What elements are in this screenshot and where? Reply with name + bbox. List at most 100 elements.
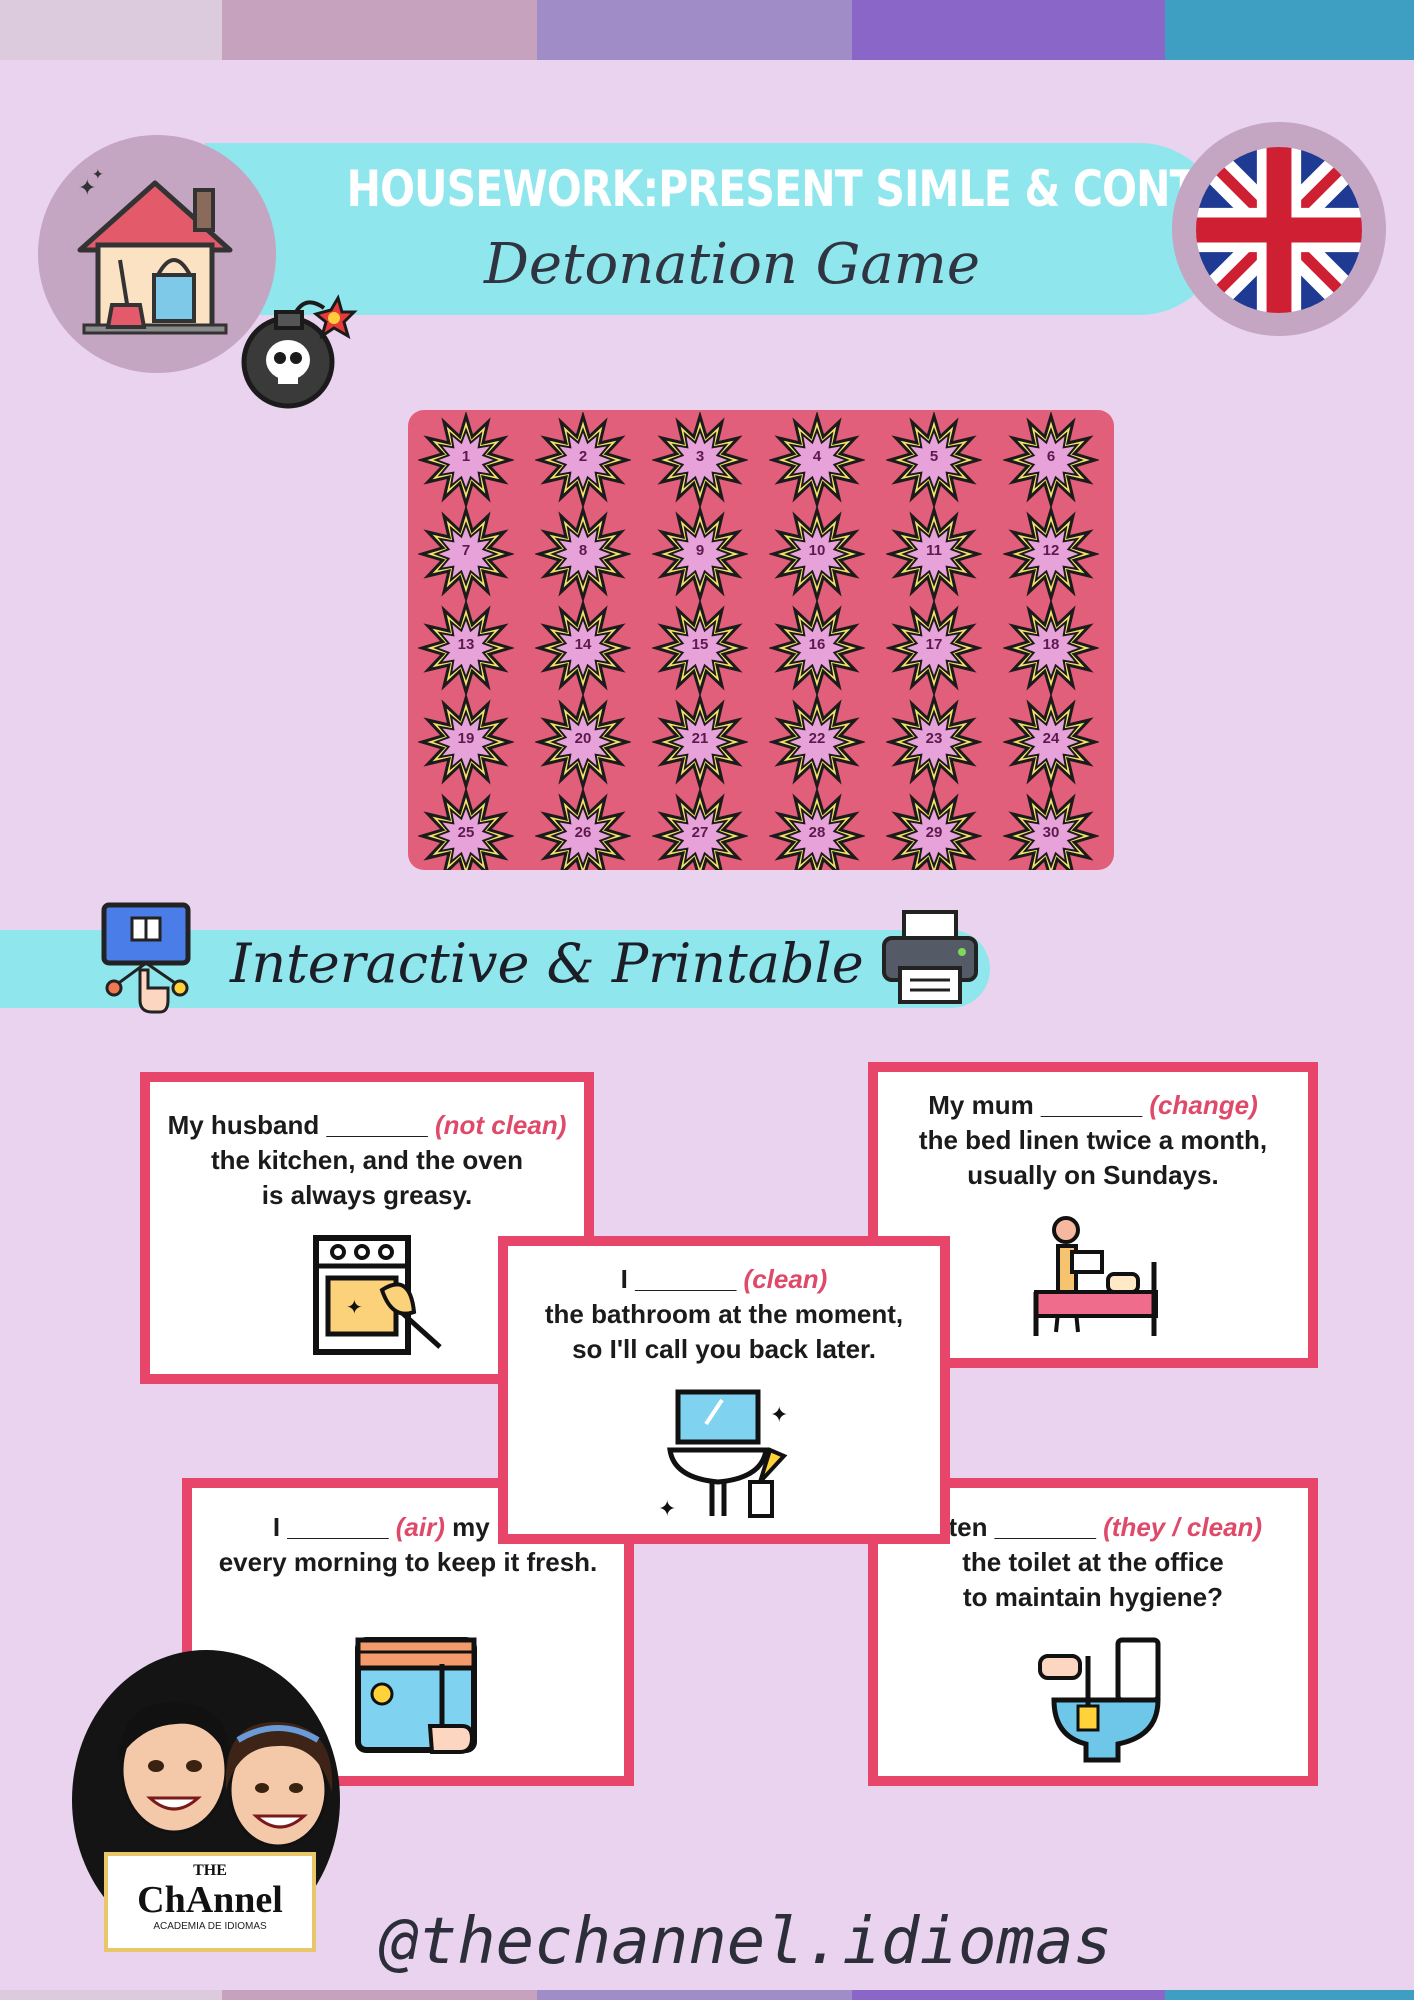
- explosion-icon: [884, 410, 984, 510]
- card-sentence: I _______ (clean) the bathroom at the mo…: [544, 1264, 904, 1364]
- tile-number: 10: [808, 542, 826, 559]
- tile-number: 19: [457, 730, 475, 747]
- top-stripe-4: [852, 0, 1165, 60]
- bomb-tile-1[interactable]: 1: [416, 410, 516, 510]
- explosion-icon: [650, 410, 750, 510]
- explosion-icon: [884, 598, 984, 698]
- explosion-icon: [650, 692, 750, 792]
- bomb-tile-3[interactable]: 3: [650, 410, 750, 510]
- tile-number: 3: [695, 448, 705, 465]
- toilet-brush-icon: [1038, 1637, 1161, 1763]
- explosion-icon: [533, 504, 633, 604]
- tile-number: 21: [691, 730, 709, 747]
- explosion-icon: [650, 504, 750, 604]
- svg-text:✦: ✦: [92, 166, 104, 182]
- explosion-icon: [1001, 410, 1101, 510]
- card-sentence: I _______ (air) my bed every morning to …: [218, 1512, 598, 1577]
- bomb-tile-28[interactable]: 28: [767, 786, 867, 870]
- explosion-icon: [416, 504, 516, 604]
- oven-cleaning-icon: ✦: [313, 1235, 442, 1355]
- bomb-tile-8[interactable]: 8: [533, 504, 633, 604]
- explosion-icon: [1001, 504, 1101, 604]
- bomb-tile-23[interactable]: 23: [884, 692, 984, 792]
- explosion-icon: [533, 786, 633, 870]
- social-handle: @thechannel.idiomas: [380, 1905, 1113, 1979]
- explosion-icon: [767, 504, 867, 604]
- bottom-stripe-5: [1165, 1990, 1414, 2000]
- bomb-tile-24[interactable]: 24: [1001, 692, 1101, 792]
- bomb-tile-14[interactable]: 14: [533, 598, 633, 698]
- bomb-tile-2[interactable]: 2: [533, 410, 633, 510]
- explosion-icon: [416, 692, 516, 792]
- tile-number: 29: [925, 824, 943, 841]
- tile-number: 25: [457, 824, 475, 841]
- bomb-tile-17[interactable]: 17: [884, 598, 984, 698]
- card-sentence: often _______ (they / clean) the toilet …: [923, 1512, 1263, 1612]
- svg-text:✦: ✦: [658, 1496, 676, 1521]
- page-title: HOUSEWORK:PRESENT SIMLE & CONTINUOUS: [346, 160, 1374, 218]
- tile-number: 18: [1042, 636, 1060, 653]
- task-card-1[interactable]: My husband _______ (not clean) the kitch…: [140, 1072, 594, 1384]
- bomb-tile-26[interactable]: 26: [533, 786, 633, 870]
- bomb-tile-5[interactable]: 5: [884, 410, 984, 510]
- page-subtitle: Detonation Game: [483, 232, 981, 297]
- tile-number: 14: [574, 636, 592, 653]
- tile-number: 7: [461, 542, 471, 559]
- explosion-icon: [416, 786, 516, 870]
- tile-number: 28: [808, 824, 826, 841]
- bomb-tile-18[interactable]: 18: [1001, 598, 1101, 698]
- bottom-stripe-1: [0, 1990, 222, 2000]
- explosion-icon: [416, 410, 516, 510]
- tile-number: 17: [925, 636, 943, 653]
- header-banner: [205, 143, 1225, 315]
- bomb-tile-30[interactable]: 30: [1001, 786, 1101, 870]
- tile-number: 4: [812, 448, 822, 465]
- bomb-tile-20[interactable]: 20: [533, 692, 633, 792]
- bomb-tile-10[interactable]: 10: [767, 504, 867, 604]
- tile-number: 11: [926, 542, 942, 559]
- top-stripe-3: [537, 0, 852, 60]
- explosion-icon: [416, 598, 516, 698]
- interactive-label: Interactive & Printable: [230, 932, 864, 995]
- bomb-tile-11[interactable]: 11: [884, 504, 984, 604]
- bomb-tile-19[interactable]: 19: [416, 692, 516, 792]
- task-card-3[interactable]: I _______ (clean) the bathroom at the mo…: [498, 1236, 950, 1544]
- printer-icon: [882, 910, 978, 1004]
- bomb-tile-7[interactable]: 7: [416, 504, 516, 604]
- bomb-tile-21[interactable]: 21: [650, 692, 750, 792]
- explosion-icon: [650, 598, 750, 698]
- bottom-stripe-2: [222, 1990, 537, 2000]
- explosion-icon: [1001, 786, 1101, 870]
- bomb-tile-12[interactable]: 12: [1001, 504, 1101, 604]
- bottom-stripe-4: [852, 1990, 1165, 2000]
- bomb-tile-13[interactable]: 13: [416, 598, 516, 698]
- explosion-icon: [767, 598, 867, 698]
- bed-making-icon: [1033, 1216, 1158, 1336]
- tile-number: 26: [574, 824, 592, 841]
- channel-logo: THE ChAnnel ACADEMIA DE IDIOMAS: [104, 1852, 316, 1952]
- bomb-tile-9[interactable]: 9: [650, 504, 750, 604]
- tile-number: 20: [574, 730, 592, 747]
- bomb-tile-25[interactable]: 25: [416, 786, 516, 870]
- svg-text:✦: ✦: [770, 1402, 788, 1427]
- svg-text:✦: ✦: [346, 1297, 363, 1319]
- bomb-tile-6[interactable]: 6: [1001, 410, 1101, 510]
- bomb-tile-29[interactable]: 29: [884, 786, 984, 870]
- window-airing-icon: [355, 1637, 477, 1754]
- bomb-tile-16[interactable]: 16: [767, 598, 867, 698]
- bomb-tile-4[interactable]: 4: [767, 410, 867, 510]
- tile-number: 16: [808, 636, 826, 653]
- bomb-tile-27[interactable]: 27: [650, 786, 750, 870]
- bomb-tile-15[interactable]: 15: [650, 598, 750, 698]
- tile-number: 6: [1046, 448, 1056, 465]
- tile-number: 13: [457, 636, 475, 653]
- tile-number: 5: [929, 448, 939, 465]
- explosion-icon: [767, 692, 867, 792]
- task-card-4[interactable]: I _______ (air) my bed every morning to …: [182, 1478, 634, 1786]
- explosion-icon: [767, 786, 867, 870]
- explosion-icon: [1001, 598, 1101, 698]
- bomb-tile-22[interactable]: 22: [767, 692, 867, 792]
- tile-number: 9: [695, 542, 705, 559]
- card-sentence: My husband _______ (not clean) the kitch…: [167, 1110, 567, 1210]
- tile-number: 12: [1042, 542, 1060, 559]
